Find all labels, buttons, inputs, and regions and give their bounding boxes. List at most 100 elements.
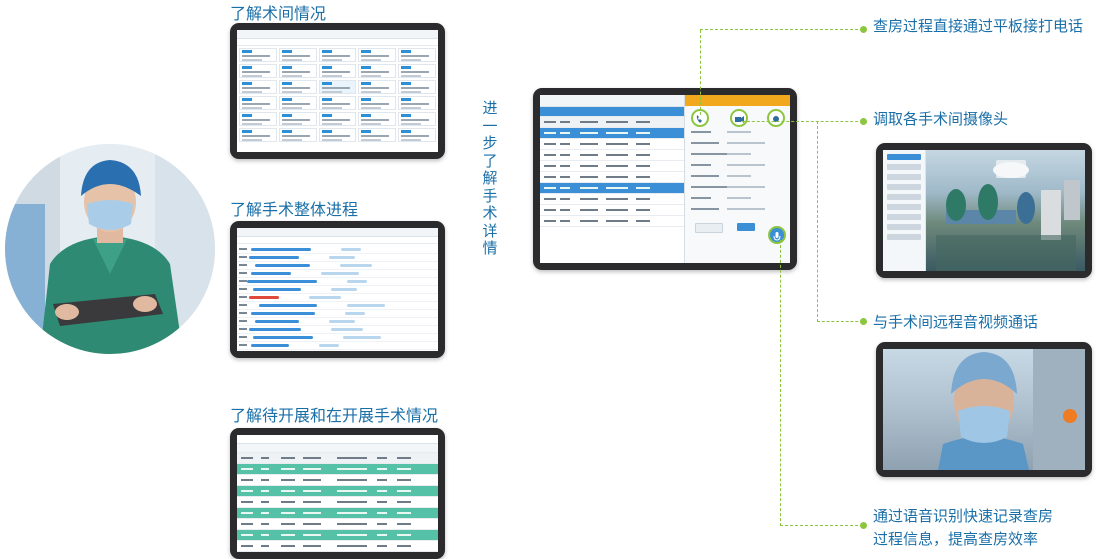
form-field-line [691,197,711,199]
camera-icon[interactable] [730,109,748,127]
gantt-bar [347,304,385,307]
room-card [358,96,397,110]
operating-room-video [926,150,1085,271]
gantt-row [237,310,438,318]
gantt-bar [329,320,355,323]
camera-list-item[interactable] [887,214,921,220]
gantt-bar [251,272,291,275]
form-field-line [691,208,719,210]
gantt-bar [319,344,339,347]
camera-list-item[interactable] [887,194,921,200]
gantt-row [237,350,438,351]
gantt-bar [251,344,289,347]
camera-list-item[interactable] [887,184,921,190]
table-row [540,183,790,194]
detail-save-button[interactable] [737,223,755,231]
gantt-bar [251,312,315,315]
gantt-bar [329,256,355,259]
camera-list-sidebar [883,150,926,271]
room-card [318,112,357,126]
room-card [239,128,277,142]
progress-screen [237,228,438,351]
hang-up-button[interactable] [1063,409,1077,423]
vertical-caption: 进一步了解手术详情 [482,99,498,257]
video-call-screen [883,349,1085,470]
room-card-grid [237,46,438,144]
room-card [398,128,436,142]
connector-cameras [742,121,863,122]
gantt-row [237,342,438,350]
room-card [318,96,357,110]
table-row [540,172,790,183]
gantt-row [237,294,438,302]
gantt-bar [331,288,357,291]
room-status-screen [237,30,438,152]
tablet-room-status [230,23,445,159]
table-row [237,453,438,464]
surgery-list-screen [237,435,438,552]
caption-pending-ongoing: 了解待开展和在开展手术情况 [230,406,439,425]
gantt-bar [259,304,317,307]
camera-list-item[interactable] [887,174,921,180]
table-row [540,194,790,205]
gantt-bar [253,336,313,339]
gantt-bar [249,328,301,331]
room-card [239,96,277,110]
gantt-bar [247,280,317,283]
room-card [398,64,436,78]
room-card [278,112,317,126]
connector-video-call [817,121,818,322]
camera-list-item[interactable] [887,224,921,230]
doctor-photo [5,144,215,354]
room-card [398,112,436,126]
connector-call-h [700,29,863,30]
room-card [239,112,277,126]
table-row [237,486,438,497]
gantt-row [237,286,438,294]
room-card [318,64,357,78]
gantt-row [237,334,438,342]
table-row [540,216,790,227]
camera-list-item[interactable] [887,154,921,160]
table-row [540,161,790,172]
table-row [540,205,790,216]
tablet-video-call [876,342,1092,477]
gantt-bar [331,328,363,331]
table-row [237,541,438,552]
table-row [237,508,438,519]
gantt-bar [341,248,361,251]
gantt-chart [237,244,438,351]
room-card [278,96,317,110]
detail-side-panel [684,95,790,263]
room-card [239,80,277,94]
tablet-overall-progress [230,221,445,358]
connector-dot [860,318,867,325]
microphone-icon[interactable] [768,226,786,244]
camera-list-item[interactable] [887,204,921,210]
gantt-bar [343,336,381,339]
gantt-bar [253,288,301,291]
gantt-bar [255,320,299,323]
caption-room-status: 了解术间情况 [230,4,327,23]
room-card [398,48,436,62]
gantt-row [237,326,438,334]
connector-dot [860,522,867,529]
room-card [358,80,397,94]
tablet-surgery-detail [533,88,797,270]
gantt-bar [345,312,365,315]
form-field-value [727,175,751,177]
video-icon[interactable] [767,109,785,127]
surgery-table [237,453,438,552]
form-field-line [691,164,711,166]
camera-list-item[interactable] [887,164,921,170]
table-row [540,117,790,128]
table-row [237,464,438,475]
camera-list-item[interactable] [887,234,921,240]
form-field-value [727,164,765,166]
table-row [540,150,790,161]
table-row [237,475,438,486]
detail-cancel-button[interactable] [695,223,723,233]
gantt-row [237,318,438,326]
room-card [358,128,397,142]
form-field-value [727,131,751,133]
